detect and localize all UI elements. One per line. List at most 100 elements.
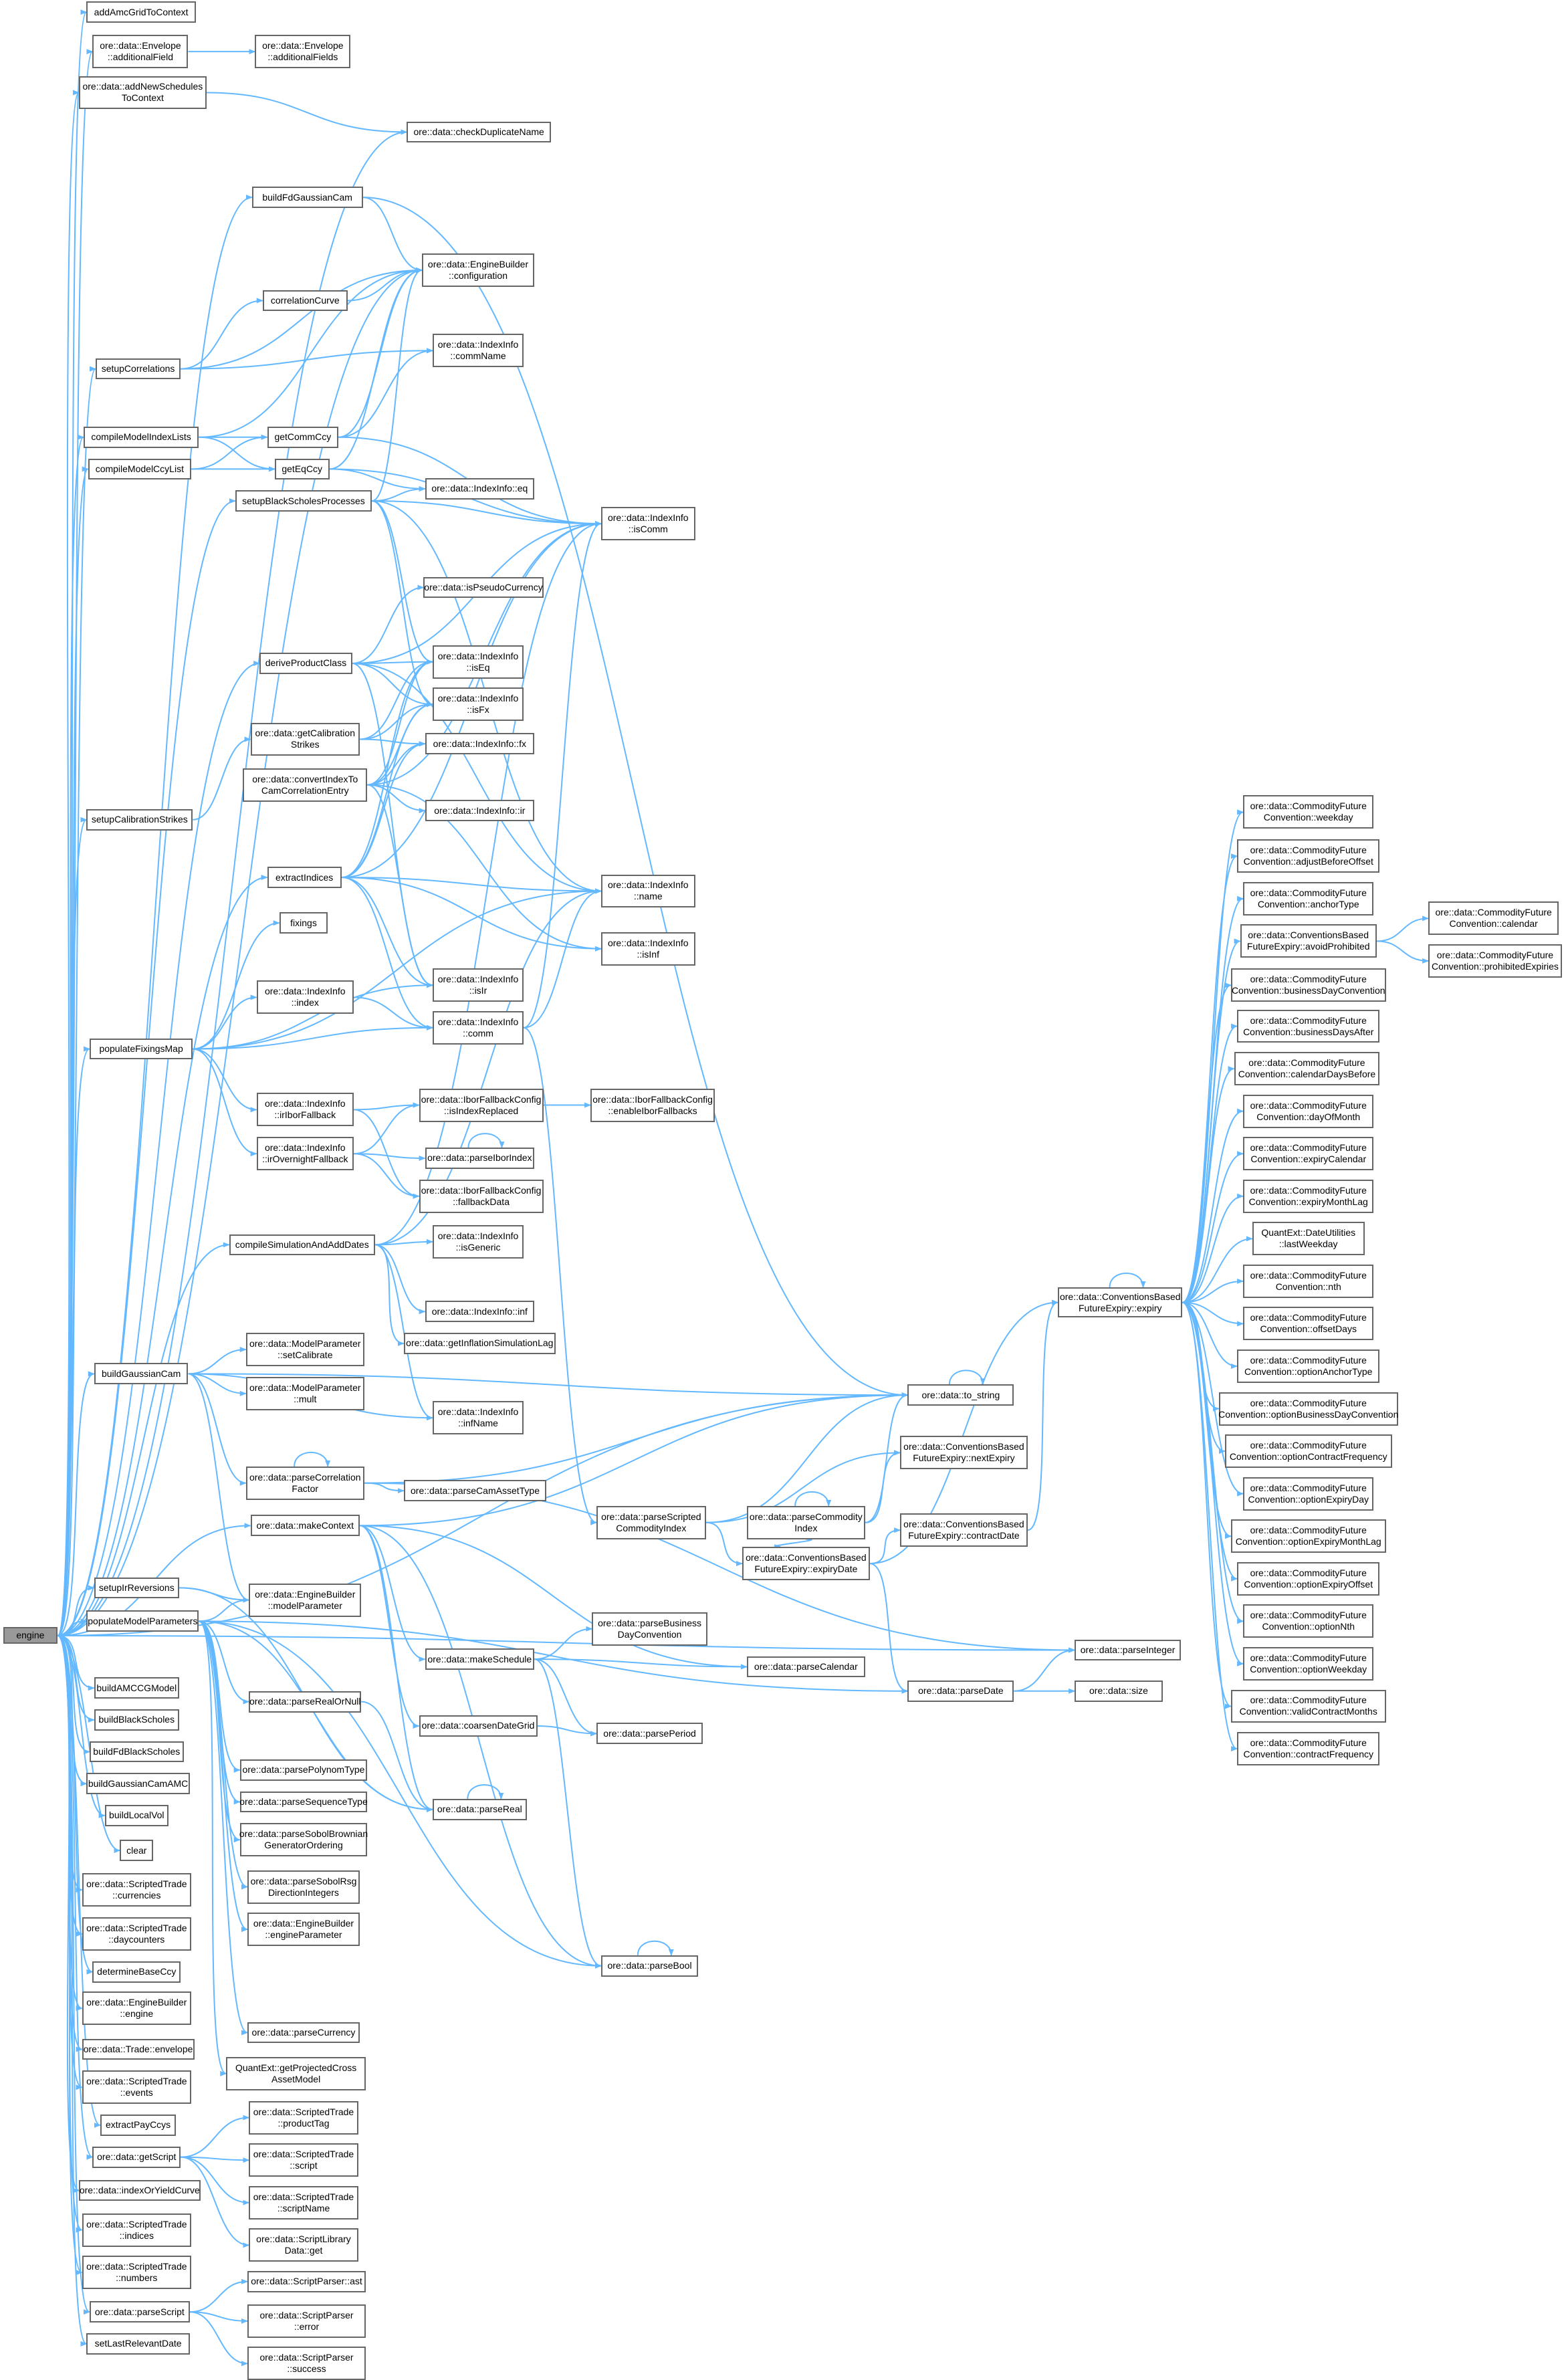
graph-node-ore-data-indexinfo-eq[interactable]: ore::data::IndexInfo::eq xyxy=(425,478,535,500)
graph-node-ore-data-commodityfuture-convention-adjustbeforeoffset[interactable]: ore::data::CommodityFuture Convention::a… xyxy=(1237,839,1380,873)
graph-node-quantext-getprojectedcross-assetmodel[interactable]: QuantExt::getProjectedCross AssetModel xyxy=(226,2056,366,2090)
graph-node-ore-data-parseiborindex[interactable]: ore::data::parseIborIndex xyxy=(425,1148,535,1169)
graph-node-ore-data-commodityfuture-convention-businessdayconvention[interactable]: ore::data::CommodityFuture Convention::b… xyxy=(1230,968,1386,1002)
graph-node-ore-data-parsescript[interactable]: ore::data::parseScript xyxy=(89,2301,190,2323)
graph-node-correlationcurve[interactable]: correlationCurve xyxy=(262,290,348,312)
graph-node-fixings[interactable]: fixings xyxy=(279,912,328,934)
graph-node-ore-data-parseperiod[interactable]: ore::data::parsePeriod xyxy=(596,1723,703,1745)
graph-node-compilemodelindexlists[interactable]: compileModelIndexLists xyxy=(83,426,199,448)
graph-node-ore-data-checkduplicatename[interactable]: ore::data::checkDuplicateName xyxy=(407,121,551,143)
graph-node-ore-data-commodityfuture-convention-expirycalendar[interactable]: ore::data::CommodityFuture Convention::e… xyxy=(1243,1137,1374,1171)
graph-node-ore-data-parsescripted-commodityindex[interactable]: ore::data::parseScripted CommodityIndex xyxy=(596,1505,706,1539)
graph-node-ore-data-commodityfuture-convention-optionanchortype[interactable]: ore::data::CommodityFuture Convention::o… xyxy=(1237,1349,1380,1383)
graph-node-ore-data-addnewschedules-tocontext[interactable]: ore::data::addNewSchedules ToContext xyxy=(79,76,207,110)
graph-node-ore-data-indexinfo-isgeneric[interactable]: ore::data::IndexInfo ::isGeneric xyxy=(432,1224,524,1259)
graph-node-buildgaussiancam[interactable]: buildGaussianCam xyxy=(94,1363,189,1385)
graph-node-ore-data-enginebuilder-configuration[interactable]: ore::data::EngineBuilder ::configuration xyxy=(422,253,535,288)
graph-node-ore-data-parsecommodity-index[interactable]: ore::data::parseCommodity Index xyxy=(746,1505,865,1539)
graph-node-ore-data-scriptedtrade-indices[interactable]: ore::data::ScriptedTrade ::indices xyxy=(82,2213,192,2247)
graph-node-extractpayccys[interactable]: extractPayCcys xyxy=(100,2115,177,2136)
graph-node-buildamccgmodel[interactable]: buildAMCCGModel xyxy=(94,1677,179,1699)
graph-node-buildlocalvol[interactable]: buildLocalVol xyxy=(104,1805,169,1826)
graph-node-ore-data-indexinfo-iscomm[interactable]: ore::data::IndexInfo ::isComm xyxy=(600,507,695,541)
graph-node-setupcorrelations[interactable]: setupCorrelations xyxy=(96,358,181,380)
graph-node-ore-data-commodityfuture-convention-optionweekday[interactable]: ore::data::CommodityFuture Convention::o… xyxy=(1243,1646,1374,1681)
graph-node-ore-data-commodityfuture-convention-nth[interactable]: ore::data::CommodityFuture Convention::n… xyxy=(1243,1264,1374,1298)
graph-node-ore-data-conventionsbased-futureexpiry-avoidprohibited[interactable]: ore::data::ConventionsBased FutureExpiry… xyxy=(1240,924,1377,958)
graph-node-ore-data-enginebuilder-modelparameter[interactable]: ore::data::EngineBuilder ::modelParamete… xyxy=(249,1583,362,1617)
graph-node-ore-data-commodityfuture-convention-businessdaysafter[interactable]: ore::data::CommodityFuture Convention::b… xyxy=(1237,1009,1380,1043)
graph-node-ore-data-indexinfo-infname[interactable]: ore::data::IndexInfo ::infName xyxy=(432,1401,524,1435)
graph-node-ore-data-size[interactable]: ore::data::size xyxy=(1075,1680,1163,1702)
graph-node-setupirreversions[interactable]: setupIrReversions xyxy=(94,1577,179,1599)
graph-node-ore-data-commodityfuture-convention-optioncontractfrequency[interactable]: ore::data::CommodityFuture Convention::o… xyxy=(1224,1434,1392,1469)
graph-node-ore-data-enginebuilder-engineparameter[interactable]: ore::data::EngineBuilder ::engineParamet… xyxy=(247,1913,360,1947)
graph-node-ore-data-commodityfuture-convention-weekday[interactable]: ore::data::CommodityFuture Convention::w… xyxy=(1243,795,1374,829)
graph-node-ore-data-conventionsbased-futureexpiry-nextexpiry[interactable]: ore::data::ConventionsBased FutureExpiry… xyxy=(900,1436,1028,1470)
graph-node-ore-data-coarsendategrid[interactable]: ore::data::coarsenDateGrid xyxy=(419,1715,538,1737)
graph-node-ore-data-commodityfuture-convention-optionexpiryday[interactable]: ore::data::CommodityFuture Convention::o… xyxy=(1243,1477,1374,1511)
graph-node-ore-data-parsedate[interactable]: ore::data::parseDate xyxy=(907,1680,1014,1702)
graph-node-ore-data-getscript[interactable]: ore::data::getScript xyxy=(92,2146,181,2168)
graph-node-ore-data-convertindexto-camcorrelationentry[interactable]: ore::data::convertIndexTo CamCorrelation… xyxy=(243,768,368,802)
graph-node-ore-data-makeschedule[interactable]: ore::data::makeSchedule xyxy=(425,1648,535,1670)
graph-node-ore-data-indexinfo-iriborfallback[interactable]: ore::data::IndexInfo ::irIborFallback xyxy=(256,1093,354,1127)
graph-node-ore-data-commodityfuture-convention-optionbusinessdayconvention[interactable]: ore::data::CommodityFuture Convention::o… xyxy=(1218,1392,1398,1426)
graph-node-ore-data-iborfallbackconfig-enableiborfallbacks[interactable]: ore::data::IborFallbackConfig ::enableIb… xyxy=(590,1088,715,1122)
graph-node-ore-data-scriptedtrade-numbers[interactable]: ore::data::ScriptedTrade ::numbers xyxy=(82,2256,192,2290)
graph-node-ore-data-parsebool[interactable]: ore::data::parseBool xyxy=(600,1955,699,1977)
graph-node-ore-data-indexoryieldcurve[interactable]: ore::data::indexOrYieldCurve xyxy=(79,2179,201,2201)
graph-node-ore-data-conventionsbased-futureexpiry-contractdate[interactable]: ore::data::ConventionsBased FutureExpiry… xyxy=(900,1513,1028,1547)
graph-node-ore-data-scriptlibrary-data-get[interactable]: ore::data::ScriptLibrary Data::get xyxy=(249,2228,358,2262)
graph-node-buildblackscholes[interactable]: buildBlackScholes xyxy=(94,1709,179,1731)
graph-node-setlastrelevantdate[interactable]: setLastRelevantDate xyxy=(86,2333,190,2355)
graph-node-addamcgridtocontext[interactable]: addAmcGridToContext xyxy=(86,1,196,23)
graph-node-determinebaseccy[interactable]: determineBaseCcy xyxy=(92,1961,181,1983)
graph-node-ore-data-parsesobolbrownian-generatorordering[interactable]: ore::data::parseSobolBrownian GeneratorO… xyxy=(239,1823,368,1857)
graph-node-ore-data-parsecurrency[interactable]: ore::data::parseCurrency xyxy=(247,2022,360,2044)
graph-node-ore-data-scriptedtrade-producttag[interactable]: ore::data::ScriptedTrade ::productTag xyxy=(249,2100,358,2135)
graph-node-ore-data-scriptedtrade-events[interactable]: ore::data::ScriptedTrade ::events xyxy=(82,2070,192,2104)
graph-node-ore-data-modelparameter-mult[interactable]: ore::data::ModelParameter ::mult xyxy=(245,1376,364,1410)
graph-node-ore-data-parserealornull[interactable]: ore::data::parseRealOrNull xyxy=(249,1691,362,1713)
graph-node-buildgaussiancamamc[interactable]: buildGaussianCamAMC xyxy=(86,1773,190,1795)
graph-node-ore-data-getinflationsimulationlag[interactable]: ore::data::getInflationSimulationLag xyxy=(403,1333,556,1354)
graph-node-ore-data-indexinfo-iseq[interactable]: ore::data::IndexInfo ::isEq xyxy=(432,645,524,679)
graph-node-ore-data-parsecalendar[interactable]: ore::data::parseCalendar xyxy=(746,1656,865,1678)
graph-node-ore-data-indexinfo-isfx[interactable]: ore::data::IndexInfo ::isFx xyxy=(432,687,524,722)
graph-node-ore-data-modelparameter-setcalibrate[interactable]: ore::data::ModelParameter ::setCalibrate xyxy=(245,1333,364,1366)
graph-node-ore-data-scriptedtrade-daycounters[interactable]: ore::data::ScriptedTrade ::daycounters xyxy=(82,1917,192,1951)
graph-node-ore-data-scriptedtrade-script[interactable]: ore::data::ScriptedTrade ::script xyxy=(249,2143,358,2177)
graph-node-populatefixingsmap[interactable]: populateFixingsMap xyxy=(89,1038,193,1060)
graph-node-ore-data-parsepolynomtype[interactable]: ore::data::parsePolynomType xyxy=(239,1759,368,1781)
graph-node-ore-data-indexinfo-index[interactable]: ore::data::IndexInfo ::index xyxy=(256,980,354,1014)
graph-node-setupblackscholesprocesses[interactable]: setupBlackScholesProcesses xyxy=(235,490,372,512)
graph-node-ore-data-scriptedtrade-scriptname[interactable]: ore::data::ScriptedTrade ::scriptName xyxy=(249,2185,358,2220)
graph-node-ore-data-to-string[interactable]: ore::data::to_string xyxy=(907,1384,1014,1406)
graph-node-extractindices[interactable]: extractIndices xyxy=(267,867,342,888)
graph-node-ore-data-indexinfo-fx[interactable]: ore::data::IndexInfo::fx xyxy=(425,733,535,755)
graph-node-compilemodelccylist[interactable]: compileModelCcyList xyxy=(88,458,192,480)
graph-node-ore-data-parsecamassettype[interactable]: ore::data::parseCamAssetType xyxy=(403,1480,547,1502)
graph-node-ore-data-iborfallbackconfig-fallbackdata[interactable]: ore::data::IborFallbackConfig ::fallback… xyxy=(419,1179,544,1213)
graph-node-ore-data-commodityfuture-convention-anchortype[interactable]: ore::data::CommodityFuture Convention::a… xyxy=(1243,881,1374,915)
graph-node-ore-data-envelope-additionalfields[interactable]: ore::data::Envelope ::additionalFields xyxy=(255,35,351,69)
graph-node-ore-data-scriptedtrade-currencies[interactable]: ore::data::ScriptedTrade ::currencies xyxy=(82,1873,192,1907)
graph-node-ore-data-indexinfo-isinf[interactable]: ore::data::IndexInfo ::isInf xyxy=(600,932,695,966)
graph-node-ore-data-commodityfuture-convention-prohibitedexpiries[interactable]: ore::data::CommodityFuture Convention::p… xyxy=(1428,944,1562,978)
graph-node-ore-data-commodityfuture-convention-expirymonthlag[interactable]: ore::data::CommodityFuture Convention::e… xyxy=(1243,1179,1374,1213)
graph-node-ore-data-parsebusiness-dayconvention[interactable]: ore::data::parseBusiness DayConvention xyxy=(592,1612,707,1646)
graph-node-populatemodelparameters[interactable]: populateModelParameters xyxy=(86,1610,199,1632)
graph-node-ore-data-indexinfo-comm[interactable]: ore::data::IndexInfo ::comm xyxy=(432,1010,524,1045)
graph-node-ore-data-indexinfo-isir[interactable]: ore::data::IndexInfo ::isIr xyxy=(432,968,524,1002)
graph-node-getcommccy[interactable]: getCommCcy xyxy=(267,426,339,448)
graph-node-quantext-dateutilities-lastweekday[interactable]: QuantExt::DateUtilities ::lastWeekday xyxy=(1252,1222,1365,1256)
graph-node-ore-data-makecontext[interactable]: ore::data::makeContext xyxy=(250,1515,360,1537)
graph-node-buildfdblackscholes[interactable]: buildFdBlackScholes xyxy=(89,1741,184,1763)
graph-node-ore-data-parsereal[interactable]: ore::data::parseReal xyxy=(432,1798,527,1820)
graph-node-ore-data-commodityfuture-convention-calendar[interactable]: ore::data::CommodityFuture Convention::c… xyxy=(1428,901,1559,936)
graph-node-ore-data-indexinfo-inf[interactable]: ore::data::IndexInfo::inf xyxy=(425,1301,535,1323)
graph-node-ore-data-commodityfuture-convention-validcontractmonths[interactable]: ore::data::CommodityFuture Convention::v… xyxy=(1230,1689,1386,1723)
graph-node-ore-data-commodityfuture-convention-optionnth[interactable]: ore::data::CommodityFuture Convention::o… xyxy=(1243,1604,1374,1638)
graph-node-ore-data-commodityfuture-convention-optionexpiryoffset[interactable]: ore::data::CommodityFuture Convention::o… xyxy=(1237,1561,1380,1596)
